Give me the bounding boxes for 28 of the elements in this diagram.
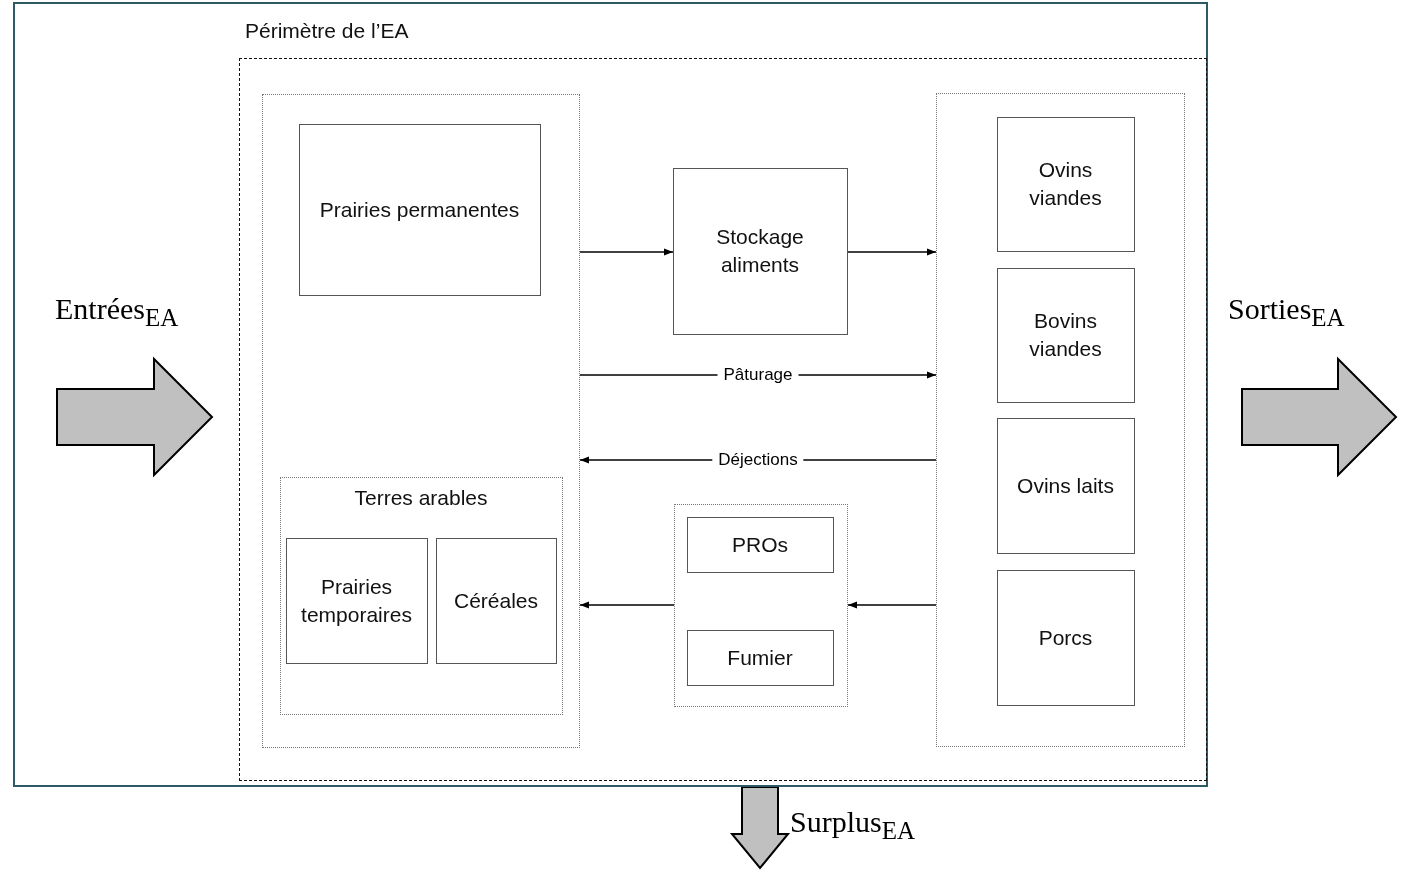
edge-label: Pâturage <box>717 365 799 385</box>
group-box <box>279 476 563 715</box>
arrow <box>579 248 674 256</box>
edge-label: Sorties$_{EA}$ <box>1228 292 1345 332</box>
edge-label: Surplus$_{EA}$ <box>790 805 915 845</box>
arrow <box>847 248 937 256</box>
group-title: Périmètre de l’EA <box>245 19 409 43</box>
block-arrow <box>56 356 214 478</box>
process-box: Ovins viandes <box>996 116 1135 252</box>
process-box: Céréales <box>435 537 557 664</box>
group-box <box>673 503 848 707</box>
process-box: Prairies temporaires <box>285 537 428 664</box>
process-box: Stockage aliments <box>672 167 848 335</box>
process-box: PROs <box>686 516 834 573</box>
block-arrow <box>1241 356 1398 478</box>
process-box: Fumier <box>686 629 834 686</box>
group-box <box>261 93 580 748</box>
edge-label: Entrées$_{EA}$ <box>55 292 179 332</box>
group-title: Terres arables <box>353 485 489 510</box>
process-box: Prairies permanentes <box>298 123 541 296</box>
edge-label: Déjections <box>712 450 804 470</box>
process-box: Ovins laits <box>996 417 1135 554</box>
process-box: Bovins viandes <box>996 267 1135 403</box>
arrow <box>847 601 937 609</box>
arrow <box>579 601 675 609</box>
group-box <box>935 92 1185 747</box>
process-box: Porcs <box>996 569 1135 706</box>
block-arrow <box>729 786 791 870</box>
